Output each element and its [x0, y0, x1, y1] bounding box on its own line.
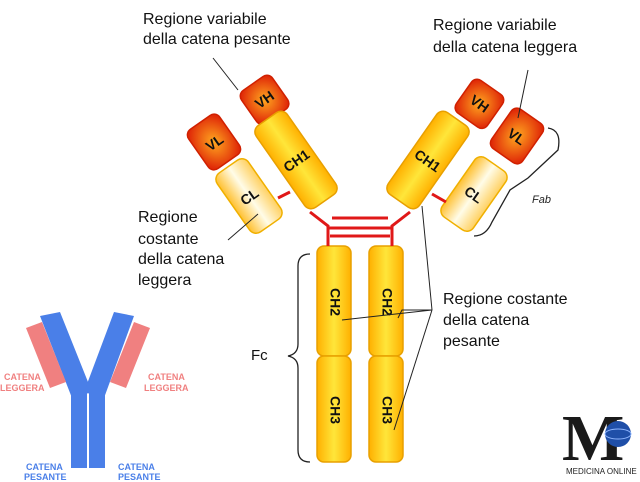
- domain-ch1-right: [386, 110, 470, 210]
- callout-light-constant: [227, 213, 259, 241]
- label-light-variable-2: della catena leggera: [433, 39, 577, 56]
- callout-heavy-constant-a: [397, 309, 432, 319]
- callout-heavy-constant-b: [421, 205, 433, 311]
- label-ch2-left: CH2: [327, 288, 343, 316]
- label-heavy-constant-1: Regione costante: [443, 291, 568, 308]
- logo-globe-ring: [604, 428, 632, 440]
- fab-bracket: [473, 127, 560, 237]
- label-ch3-right: CH3: [379, 396, 395, 424]
- fc-bracket: [287, 253, 311, 463]
- hinge-right-chain: [390, 210, 411, 246]
- label-light-variable-1: Regione variabile: [433, 17, 557, 34]
- domain-vh-right: [454, 78, 505, 130]
- disulfide-light-heavy-left: [277, 190, 291, 200]
- label-light-constant-4: leggera: [138, 272, 191, 289]
- schematic-light-label-right-1: CATENA: [148, 372, 185, 382]
- domain-cl-left: [215, 158, 283, 234]
- label-light-constant-3: della catena: [138, 251, 224, 268]
- schematic-heavy-label-right-2: PESANTE: [118, 472, 161, 482]
- callout-light-variable: [517, 69, 529, 119]
- fab-arm-left: VH CH1 VL CL: [186, 74, 338, 234]
- label-heavy-constant-2: della catena: [443, 312, 529, 329]
- label-fab: Fab: [532, 194, 551, 206]
- logo-globe-icon: [605, 421, 631, 447]
- schematic-heavy-stem-right: [89, 390, 105, 468]
- schematic-light-left: [26, 322, 66, 388]
- hinge-left-chain: [309, 210, 330, 246]
- domain-ch3-right: [368, 355, 404, 463]
- label-heavy-variable-1: Regione variabile: [143, 11, 267, 28]
- label-light-constant-2: costante: [138, 231, 199, 248]
- label-light-constant-1: Regione: [138, 209, 198, 226]
- domain-ch1-left: [254, 110, 338, 210]
- schematic-light-label-right-2: LEGGERA: [144, 383, 189, 393]
- label-ch2-right: CH2: [379, 288, 395, 316]
- logo-text: MEDICINA ONLINE: [566, 467, 637, 476]
- callout-lines: [212, 57, 529, 431]
- label-heavy-constant-3: pesante: [443, 333, 500, 350]
- fc-stem: CH2 CH3 CH2 CH3: [316, 245, 404, 463]
- hinge-disulfide-bonds: [309, 210, 411, 246]
- domain-ch3-left: [316, 355, 352, 463]
- schematic-heavy-label-right-1: CATENA: [118, 462, 155, 472]
- callout-heavy-constant-c: [393, 309, 433, 431]
- schematic-light-label-left-2: LEGGERA: [0, 383, 45, 393]
- schematic-antibody: [26, 312, 150, 468]
- schematic-light-right: [110, 322, 150, 388]
- domain-vl-left: [186, 113, 242, 171]
- callout-heavy-variable: [212, 57, 239, 91]
- schematic-heavy-arm-right: [84, 312, 134, 398]
- label-heavy-variable-2: della catena pesante: [143, 31, 291, 48]
- disulfide-light-heavy-right: [431, 192, 447, 204]
- schematic-heavy-label-left-1: CATENA: [26, 462, 63, 472]
- callout-heavy-constant-d: [341, 309, 433, 321]
- domain-cl-right: [440, 156, 508, 232]
- schematic-heavy-stem-left: [71, 390, 87, 468]
- schematic-light-label-left-1: CATENA: [4, 372, 41, 382]
- label-ch3-left: CH3: [327, 396, 343, 424]
- medicina-online-logo: M MEDICINA ONLINE: [562, 402, 637, 476]
- fab-arm-right: VH CH1 VL CL: [386, 78, 545, 232]
- domain-vl-right: [489, 107, 545, 165]
- schematic-heavy-label-left-2: PESANTE: [24, 472, 67, 482]
- label-fc: Fc: [251, 347, 268, 364]
- schematic-heavy-arm-left: [40, 312, 92, 398]
